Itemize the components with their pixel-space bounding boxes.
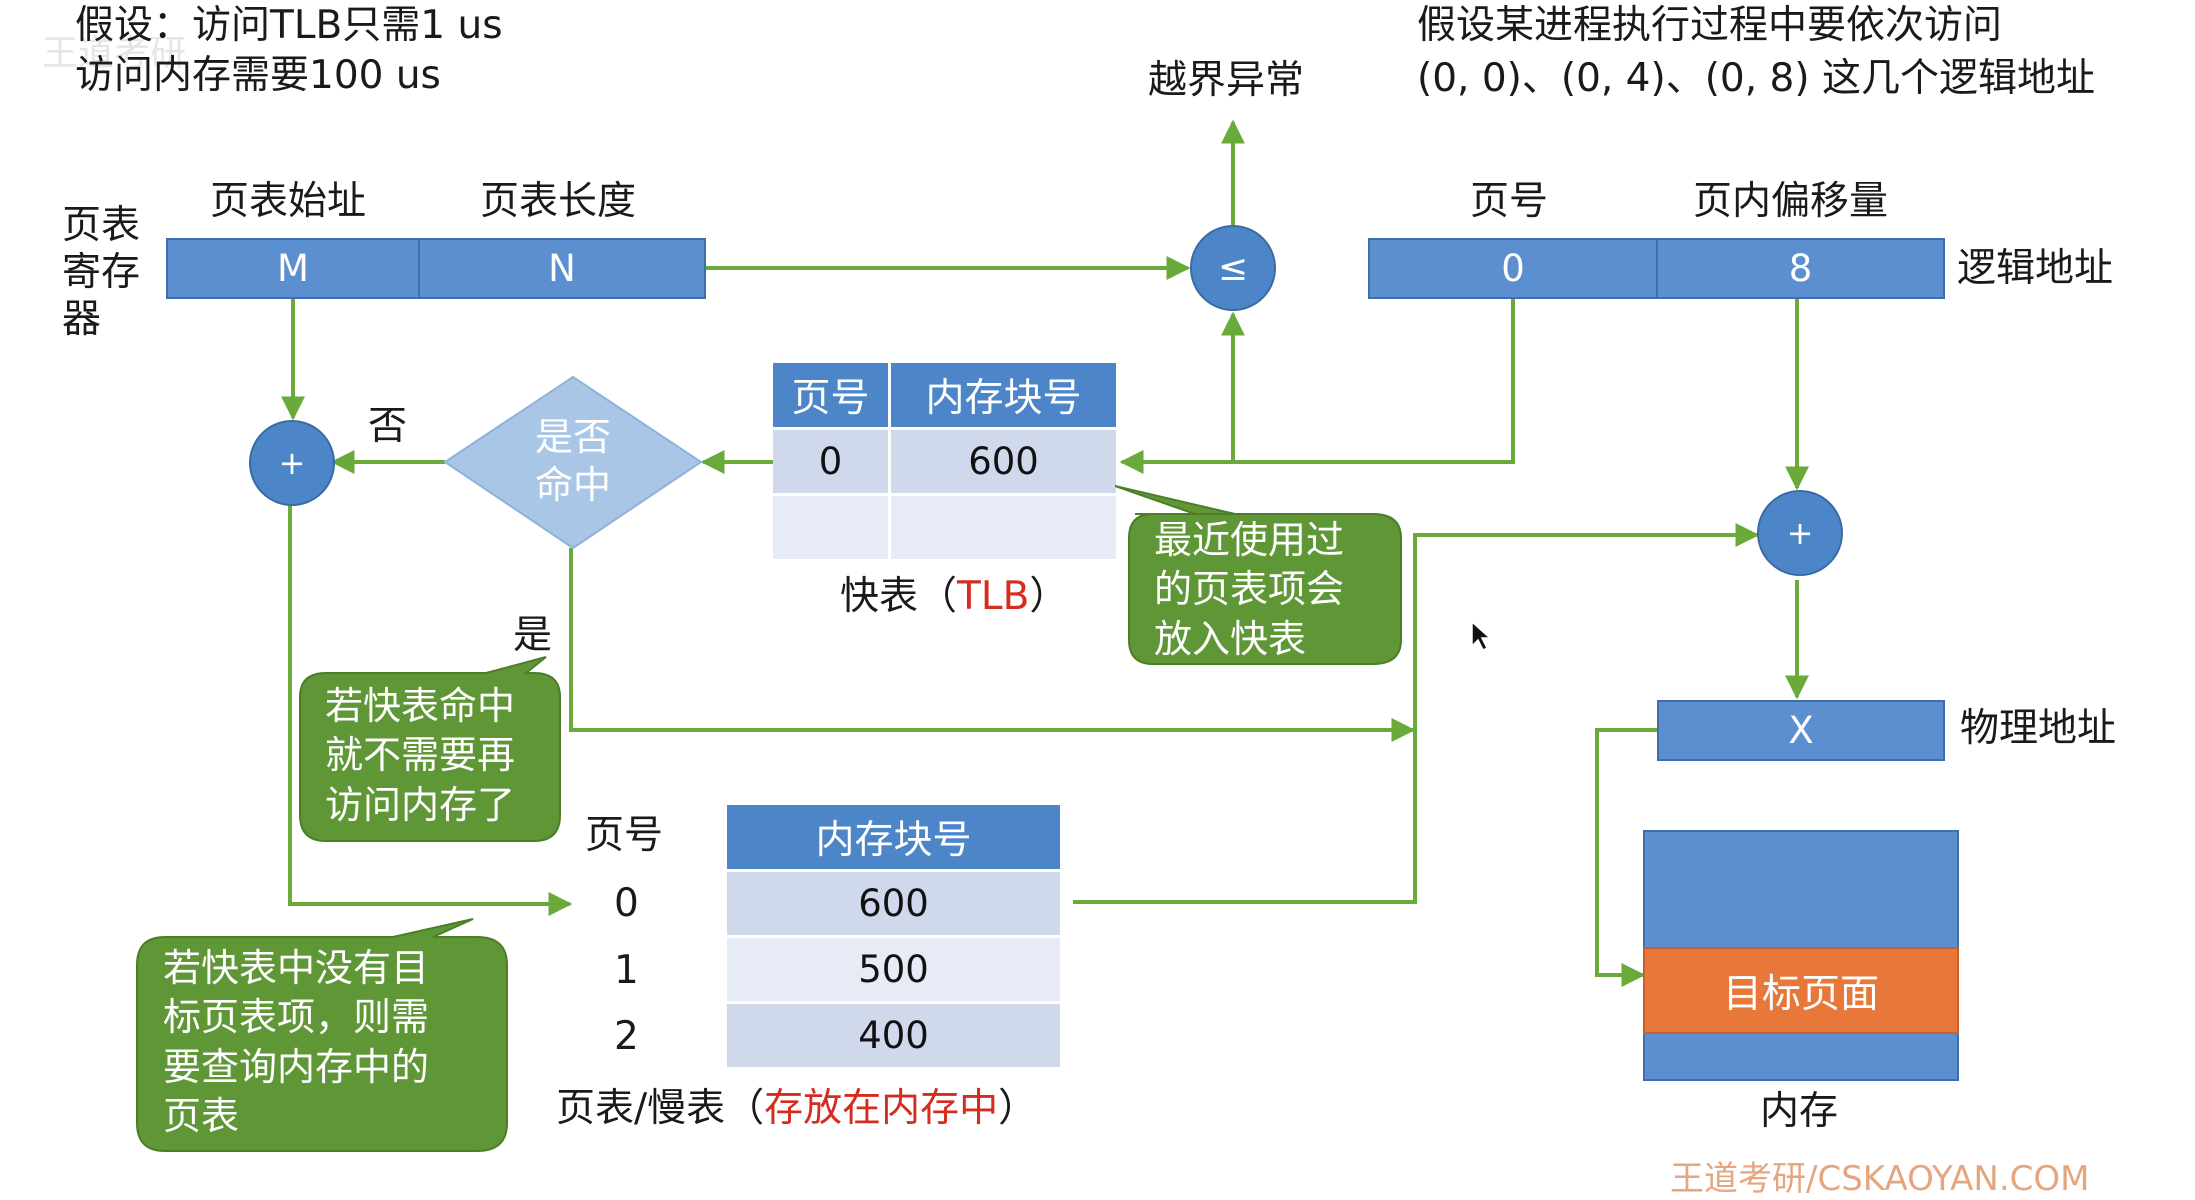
question-line1: 假设某进程执行过程中要依次访问 xyxy=(1417,3,2003,48)
pagetable-page-header: 页号 xyxy=(585,813,664,858)
arrow-physical-to-memory xyxy=(1595,728,1657,987)
callout-recent-text: 最近使用过 的页表项会 放入快表 xyxy=(1154,518,1345,661)
tlb-row1-page xyxy=(773,496,888,559)
connector-layer xyxy=(281,119,1809,987)
decision-text: 是否 命中 xyxy=(534,415,611,507)
question-line2: (0, 0)、(0, 4)、(0, 8) 这几个逻辑地址 xyxy=(1417,56,2095,101)
decision-yes-label: 是 xyxy=(513,613,553,658)
physical-address-cell: X xyxy=(1657,700,1945,761)
tlb-caption: 快表（TLB） xyxy=(840,573,1068,622)
register-length-cell: N xyxy=(418,238,706,299)
tlb-caption-end: ） xyxy=(1029,574,1069,619)
pagetable-caption-end: ） xyxy=(998,1086,1038,1131)
arrow-adder-to-pagetable xyxy=(288,506,573,916)
physical-address-label: 物理地址 xyxy=(1960,706,2117,751)
pagetable-block-header: 内存块号 xyxy=(727,805,1060,869)
watermark-bottom: 王道考研/CSKAOYAN.COM xyxy=(1670,1159,2090,1199)
tlb-row0-page: 0 xyxy=(773,430,888,493)
callout-recent-shape xyxy=(1115,485,1402,665)
register-start-header: 页表始址 xyxy=(210,179,367,224)
left-adder-node: + xyxy=(249,420,335,506)
register-start-cell: M xyxy=(166,238,420,299)
pagetable-caption-main: 页表/慢表（ xyxy=(556,1086,765,1131)
tlb-caption-red: TLB xyxy=(957,574,1030,619)
logical-page-cell: 0 xyxy=(1368,238,1658,299)
callout-hit-text: 若快表命中 就不需要再 访问内存了 xyxy=(325,684,516,827)
memory-label: 内存 xyxy=(1760,1089,1839,1134)
tlb-row0-block: 600 xyxy=(891,430,1116,493)
assumption-line1: 假设：访问TLB只需1 us xyxy=(75,3,503,48)
callout-miss-text: 若快表中没有目 标页表项，则需 要查询内存中的 页表 xyxy=(163,946,430,1139)
compare-node: ≤ xyxy=(1190,225,1276,311)
pagetable-row2-block: 400 xyxy=(727,1004,1060,1067)
decision-diamond xyxy=(443,375,703,550)
watermark-top: 王道考研 xyxy=(42,33,187,74)
memory-target-page: 目标页面 xyxy=(1643,947,1959,1034)
register-label: 页表 寄存 器 xyxy=(62,203,141,342)
pagetable-caption: 页表/慢表（存放在内存中） xyxy=(556,1085,1037,1134)
callout-miss-shape xyxy=(136,918,508,1152)
right-adder-node: + xyxy=(1757,490,1843,576)
pagetable-row2-page: 2 xyxy=(614,1014,639,1059)
exception-label: 越界异常 xyxy=(1148,58,1305,103)
arrow-decision-yes xyxy=(569,548,1416,742)
tlb-header-page: 页号 xyxy=(773,363,888,427)
pagetable-row0-block: 600 xyxy=(727,872,1060,935)
callout-hit-shape xyxy=(299,656,561,842)
decision-no-label: 否 xyxy=(368,404,408,449)
pagetable-row1-page: 1 xyxy=(614,948,639,993)
tlb-row1-block xyxy=(891,496,1116,559)
logical-offset-header: 页内偏移量 xyxy=(1693,179,1889,224)
logical-address-label: 逻辑地址 xyxy=(1957,246,2114,291)
pagetable-caption-red: 存放在内存中 xyxy=(764,1086,999,1131)
tlb-caption-main: 快表（ xyxy=(840,574,958,619)
assumption-line2: 访问内存需要100 us xyxy=(75,53,441,98)
logical-page-header: 页号 xyxy=(1470,179,1549,224)
tlb-header-block: 内存块号 xyxy=(891,363,1116,427)
pagetable-row1-block: 500 xyxy=(727,938,1060,1001)
logical-offset-cell: 8 xyxy=(1656,238,1945,299)
pagetable-row0-page: 0 xyxy=(614,881,639,926)
arrow-pagetable-to-right-adder xyxy=(1073,523,1760,904)
mouse-cursor-icon xyxy=(1471,620,1492,652)
arrow-page-to-tlb xyxy=(1119,298,1515,474)
register-length-header: 页表长度 xyxy=(480,179,637,224)
